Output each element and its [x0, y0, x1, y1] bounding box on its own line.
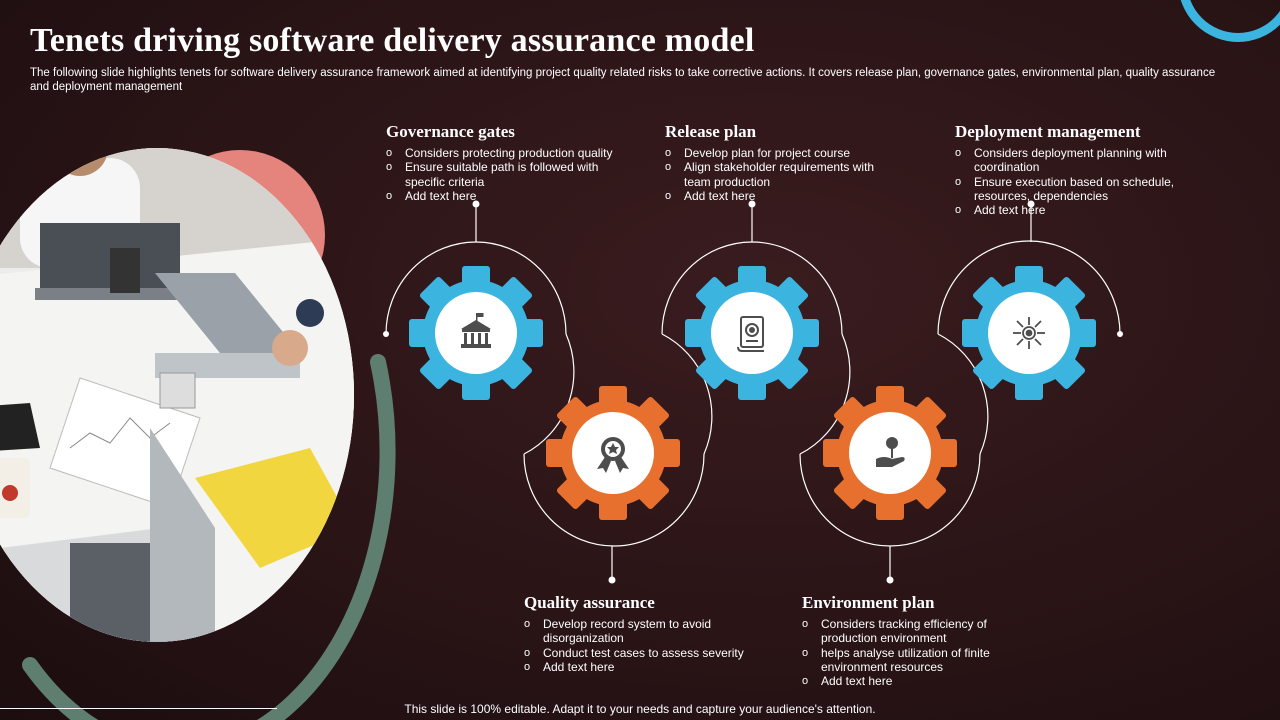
pin-dot-environment [886, 576, 894, 584]
page-subtitle: The following slide highlights tenets fo… [30, 67, 1216, 93]
tenet-bullet: Add text here [955, 203, 1195, 218]
tenet-title: Release plan [665, 122, 757, 141]
gear-governance [409, 266, 543, 400]
tenet-bullet: Ensure suitable path is followed with sp… [386, 160, 626, 189]
gear-deployment [962, 266, 1096, 400]
tenet-bullet: Add text here [524, 660, 759, 675]
tenet-bullet: Align stakeholder requirements with team… [665, 160, 895, 189]
tenet-card-release: Release plan Develop plan for project co… [665, 122, 895, 203]
curve-end-dot-right [1117, 331, 1123, 337]
tenet-bullet: Considers deployment planning with coord… [955, 146, 1195, 175]
connector-curve-5 [661, 241, 843, 335]
connector-curve-8 [937, 333, 989, 455]
tenet-bullet: Conduct test cases to assess severity [524, 646, 759, 661]
pin-dot-quality [608, 576, 616, 584]
tenet-bullet: helps analyse utilization of finite envi… [802, 646, 1017, 675]
government-building-icon [461, 313, 491, 348]
tenet-bullet: Add text here [665, 189, 895, 204]
tenet-bullet: Add text here [802, 674, 1017, 689]
tenet-bullet: Considers tracking efficiency of product… [802, 617, 1017, 646]
page-title: Tenets driving software delivery assuran… [30, 22, 755, 59]
connector-curve-7 [799, 453, 981, 547]
curve-end-dot-left [383, 331, 389, 337]
tenet-title: Deployment management [955, 122, 1141, 141]
tenet-card-environment: Environment plan Considers tracking effi… [802, 593, 1017, 689]
tenet-bullet: Add text here [386, 189, 626, 204]
tenet-title: Governance gates [386, 122, 515, 141]
green-arc [22, 354, 396, 720]
tenet-bullet: Ensure execution based on schedule, reso… [955, 175, 1195, 204]
connector-curve-9 [937, 240, 1121, 335]
tenet-title: Quality assurance [524, 593, 655, 612]
gear-environment [823, 386, 957, 520]
plant-in-hand-icon [876, 437, 905, 467]
tenet-card-quality: Quality assurance Develop record system … [524, 593, 759, 674]
tenet-bullet: Considers protecting production quality [386, 146, 626, 161]
award-badge-icon [597, 437, 629, 473]
gear-quality [546, 386, 680, 520]
connector-curve-3 [523, 453, 705, 547]
footer-note: This slide is 100% editable. Adapt it to… [404, 702, 876, 716]
connector-curve-6 [799, 333, 851, 455]
tenet-title: Environment plan [802, 593, 935, 612]
gear-release [685, 266, 819, 400]
connector-curve-4 [661, 333, 713, 455]
certificate-gear-icon [737, 316, 764, 352]
tenet-bullet: Develop record system to avoid disorgani… [524, 617, 759, 646]
tenet-card-governance: Governance gates Considers protecting pr… [386, 122, 626, 203]
connector-curve-1 [385, 241, 567, 335]
network-gear-icon [1013, 317, 1045, 349]
footer-divider [0, 708, 277, 709]
tenet-bullet: Develop plan for project course [665, 146, 895, 161]
tenet-card-deployment: Deployment management Considers deployme… [955, 122, 1195, 218]
